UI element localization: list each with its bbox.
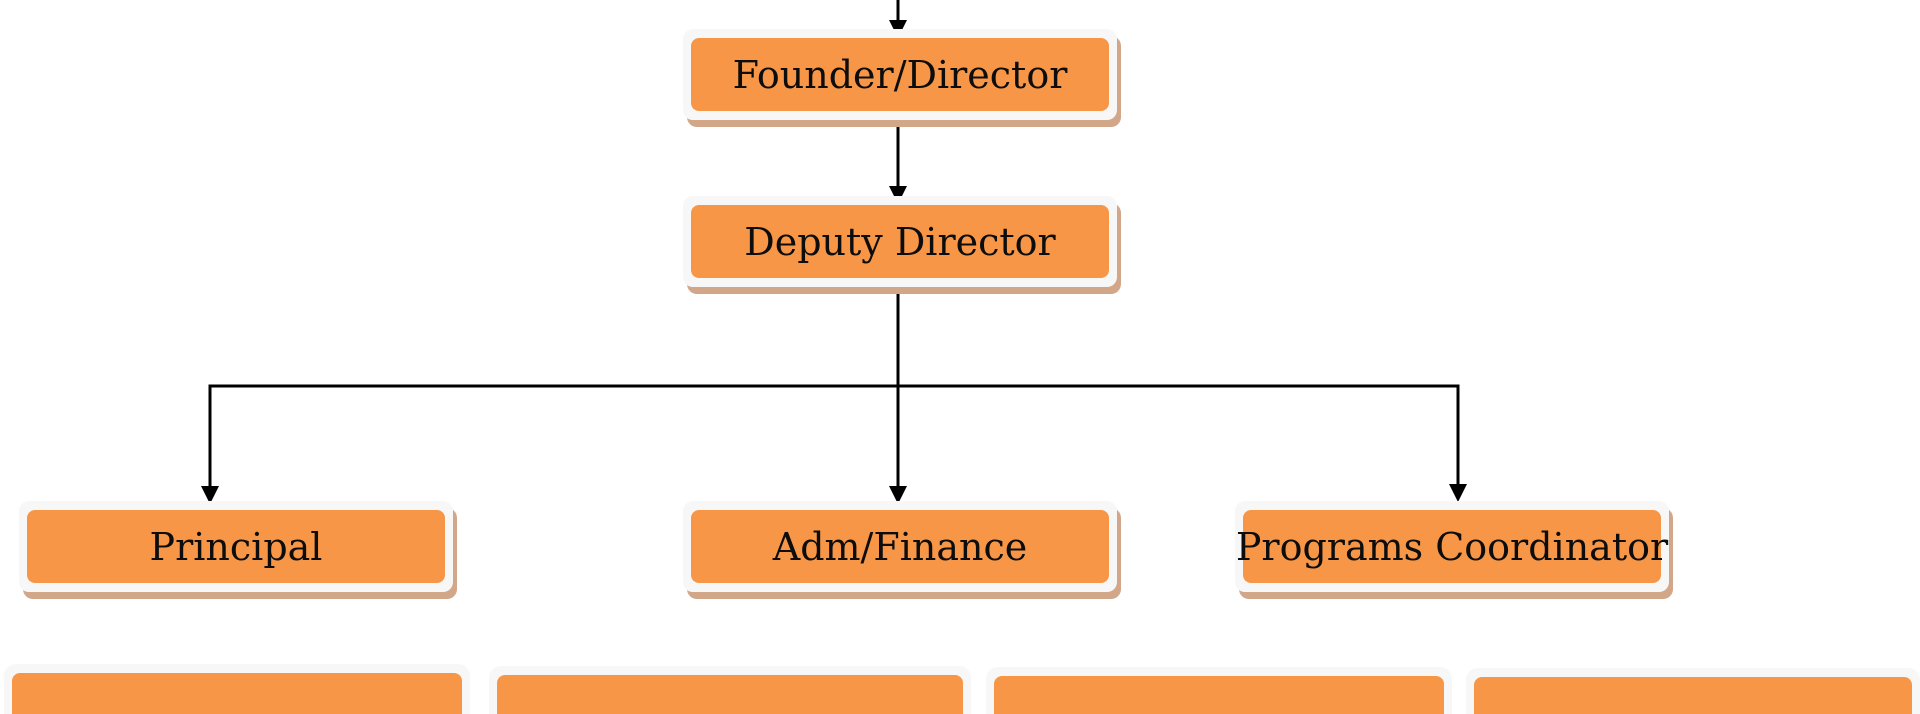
- node-deputy-director: Deputy Director: [683, 196, 1117, 287]
- node-deputy-director-label: Deputy Director: [744, 219, 1056, 264]
- node-bottom-4: [1466, 668, 1920, 714]
- node-bottom-2: [489, 666, 971, 714]
- node-programs-coordinator-label: Programs Coordinator: [1235, 524, 1669, 569]
- node-founder-director-face: Founder/Director: [691, 38, 1109, 111]
- node-principal: Principal: [19, 501, 453, 592]
- node-founder-director-label: Founder/Director: [732, 52, 1068, 97]
- node-founder-director: Founder/Director: [683, 29, 1117, 120]
- node-programs-coordinator-face: Programs Coordinator: [1236, 510, 1668, 583]
- node-bottom-4-face: [1474, 677, 1912, 714]
- node-bottom-3-face: [994, 676, 1444, 714]
- node-adm-finance-face: Adm/Finance: [691, 510, 1109, 583]
- node-bottom-3: [986, 667, 1452, 714]
- node-bottom-1: [4, 664, 470, 714]
- connector-to-principal: [208, 384, 222, 490]
- node-adm-finance: Adm/Finance: [683, 501, 1117, 592]
- arrowhead-programs-coordinator: [1449, 484, 1467, 502]
- node-adm-finance-label: Adm/Finance: [772, 524, 1028, 569]
- connector-to-programs-coordinator: [1448, 384, 1460, 488]
- node-principal-face: Principal: [27, 510, 445, 583]
- arrowhead-principal: [201, 486, 219, 504]
- node-bottom-1-face: [12, 673, 462, 714]
- node-deputy-director-face: Deputy Director: [691, 205, 1109, 278]
- arrowhead-deputy: [889, 186, 907, 204]
- arrowhead-adm-finance: [889, 486, 907, 504]
- node-bottom-2-face: [497, 675, 963, 714]
- node-principal-label: Principal: [149, 524, 323, 569]
- node-programs-coordinator: Programs Coordinator: [1235, 501, 1669, 592]
